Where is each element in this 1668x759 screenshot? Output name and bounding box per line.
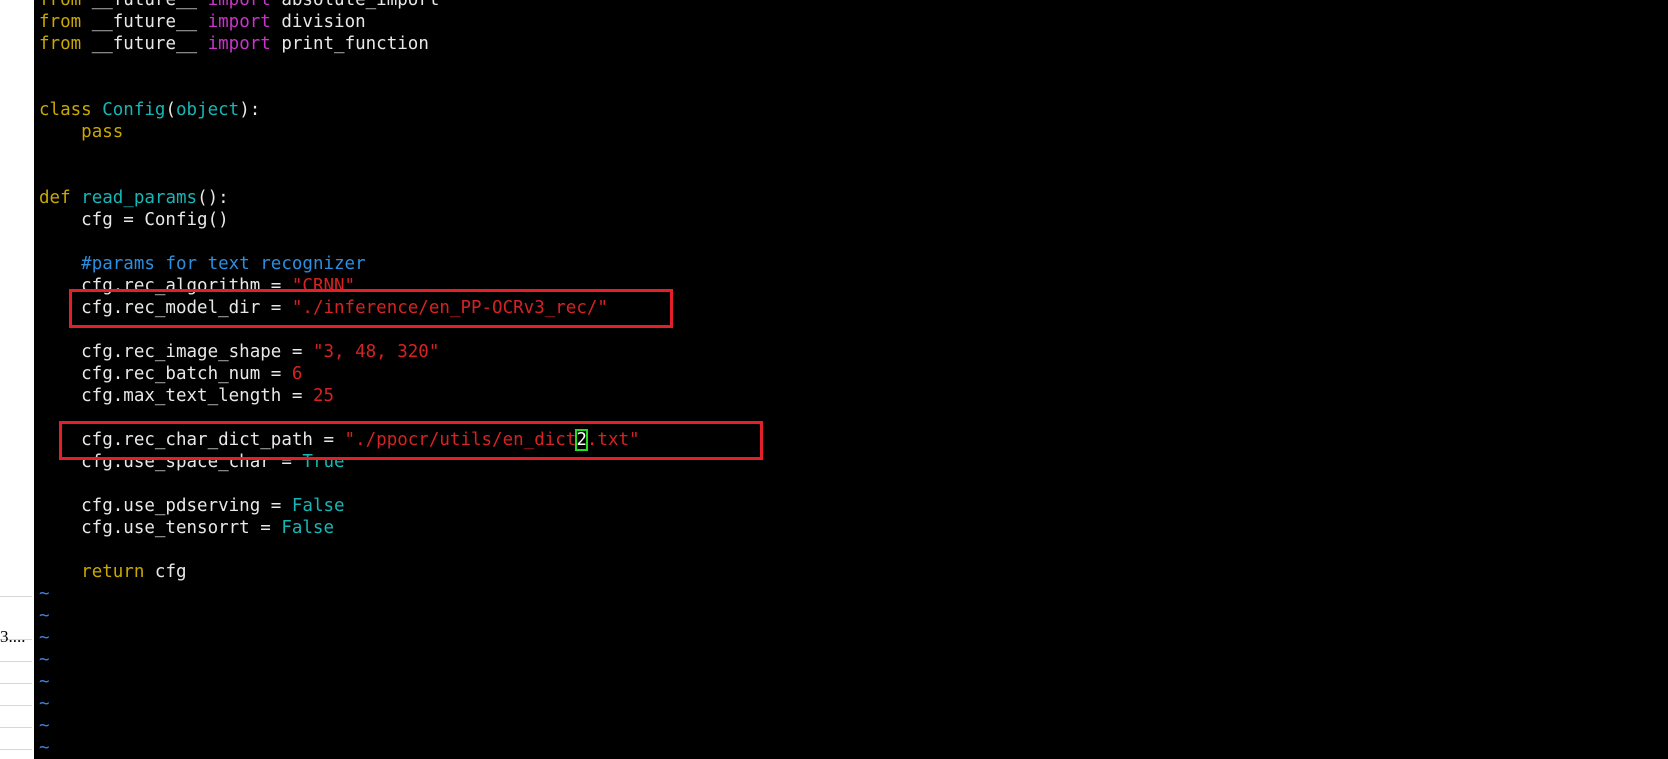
code-token: cfg.use_pdserving = xyxy=(39,496,292,516)
code-line[interactable]: ~ xyxy=(39,649,640,671)
empty-line-marker: ~ xyxy=(39,672,50,692)
code-token: __future__ xyxy=(81,12,208,32)
code-token: read_params xyxy=(81,188,198,208)
code-token: cfg.max_text_length = xyxy=(39,386,313,406)
code-token: 6 xyxy=(291,364,303,384)
code-token: import xyxy=(207,0,271,10)
code-token: "./ppocr/utils/en_dict xyxy=(344,430,577,450)
code-line[interactable]: ~ xyxy=(39,583,640,605)
code-token: from xyxy=(39,12,82,32)
text-cursor: 2 xyxy=(575,429,588,451)
code-token xyxy=(39,562,81,582)
code-line[interactable]: from __future__ import absolute_import xyxy=(39,0,640,11)
code-token: object xyxy=(176,100,240,120)
code-line[interactable]: ~ xyxy=(39,693,640,715)
code-line[interactable]: cfg.use_pdserving = False xyxy=(39,495,640,517)
code-line[interactable]: from __future__ import division xyxy=(39,11,640,33)
code-token: #params for text recognizer xyxy=(81,254,366,274)
code-token: import xyxy=(207,34,271,54)
empty-line-marker: ~ xyxy=(39,584,50,604)
code-token: def xyxy=(39,188,71,208)
code-line[interactable]: class Config(object): xyxy=(39,99,640,121)
highlight-box-rec-char-dict-path xyxy=(59,421,763,460)
empty-line-marker: ~ xyxy=(39,628,50,648)
highlight-box-rec-model-dir xyxy=(69,289,673,328)
background-window-strip: 3.... xyxy=(0,0,32,759)
code-token: from xyxy=(39,34,82,54)
code-token: class xyxy=(39,100,92,120)
code-line[interactable]: cfg = Config() xyxy=(39,209,640,231)
list-item[interactable] xyxy=(0,662,32,684)
code-token: pass xyxy=(81,122,124,142)
code-token xyxy=(39,254,81,274)
code-token xyxy=(39,122,81,142)
code-line[interactable]: return cfg xyxy=(39,561,640,583)
code-token: cfg xyxy=(144,562,187,582)
list-item[interactable] xyxy=(0,706,32,728)
code-line[interactable]: pass xyxy=(39,121,640,143)
truncated-list-label: 3.... xyxy=(0,627,26,646)
code-line[interactable] xyxy=(39,473,640,495)
list-item[interactable] xyxy=(0,596,32,619)
empty-line-marker: ~ xyxy=(39,738,50,758)
code-line[interactable]: ~ xyxy=(39,671,640,693)
code-token: __future__ xyxy=(81,34,208,54)
code-line[interactable] xyxy=(39,55,640,77)
code-line[interactable] xyxy=(39,77,640,99)
code-line[interactable]: #params for text recognizer xyxy=(39,253,640,275)
code-token: False xyxy=(281,518,335,538)
code-line[interactable] xyxy=(39,231,640,253)
list-item[interactable] xyxy=(0,684,32,706)
code-token: Config xyxy=(102,100,166,120)
empty-line-marker: ~ xyxy=(39,606,50,626)
code-line[interactable]: cfg.rec_image_shape = "3, 48, 320" xyxy=(39,341,640,363)
empty-line-marker: ~ xyxy=(39,694,50,714)
code-token: __future__ xyxy=(81,0,208,10)
code-line[interactable]: cfg.rec_batch_num = 6 xyxy=(39,363,640,385)
code-line[interactable]: cfg.rec_char_dict_path = "./ppocr/utils/… xyxy=(39,429,640,451)
code-token: from xyxy=(39,0,82,10)
code-token: .txt" xyxy=(586,430,640,450)
code-token: cfg = Config() xyxy=(39,210,229,230)
code-line[interactable]: cfg.max_text_length = 25 xyxy=(39,385,640,407)
code-token: division xyxy=(270,12,366,32)
code-token: print_function xyxy=(270,34,429,54)
code-line[interactable]: ~ xyxy=(39,605,640,627)
empty-line-marker: ~ xyxy=(39,650,50,670)
code-token: absolute_import xyxy=(270,0,440,10)
list-item[interactable] xyxy=(0,618,32,640)
code-token: False xyxy=(291,496,345,516)
code-line[interactable]: ~ xyxy=(39,627,640,649)
code-token: (): xyxy=(197,188,229,208)
code-line[interactable] xyxy=(39,165,640,187)
code-line[interactable]: ~ xyxy=(39,715,640,737)
code-line[interactable]: ~ xyxy=(39,737,640,759)
code-token: ( xyxy=(165,100,176,120)
code-token: "3, 48, 320" xyxy=(312,342,440,362)
code-token: cfg.rec_batch_num = xyxy=(39,364,292,384)
code-token: import xyxy=(207,12,271,32)
code-token xyxy=(92,100,103,120)
code-token: "./inference/en_PP-OCRv3_rec/" xyxy=(291,298,608,318)
code-token: ): xyxy=(239,100,261,120)
code-token: 25 xyxy=(312,386,335,406)
code-line[interactable]: cfg.rec_model_dir = "./inference/en_PP-O… xyxy=(39,297,640,319)
code-line[interactable] xyxy=(39,539,640,561)
code-line[interactable]: from __future__ import print_function xyxy=(39,33,640,55)
code-token: cfg.use_tensorrt = xyxy=(39,518,282,538)
code-line[interactable]: def read_params(): xyxy=(39,187,640,209)
code-token: return xyxy=(81,562,145,582)
code-line[interactable] xyxy=(39,143,640,165)
list-item[interactable] xyxy=(0,728,32,750)
list-item[interactable] xyxy=(0,640,32,662)
code-token xyxy=(71,188,82,208)
code-token: cfg.rec_model_dir = xyxy=(39,298,292,318)
code-line[interactable]: cfg.use_tensorrt = False xyxy=(39,517,640,539)
code-token: cfg.rec_image_shape = xyxy=(39,342,313,362)
empty-line-marker: ~ xyxy=(39,716,50,736)
code-token: cfg.rec_char_dict_path = xyxy=(39,430,345,450)
